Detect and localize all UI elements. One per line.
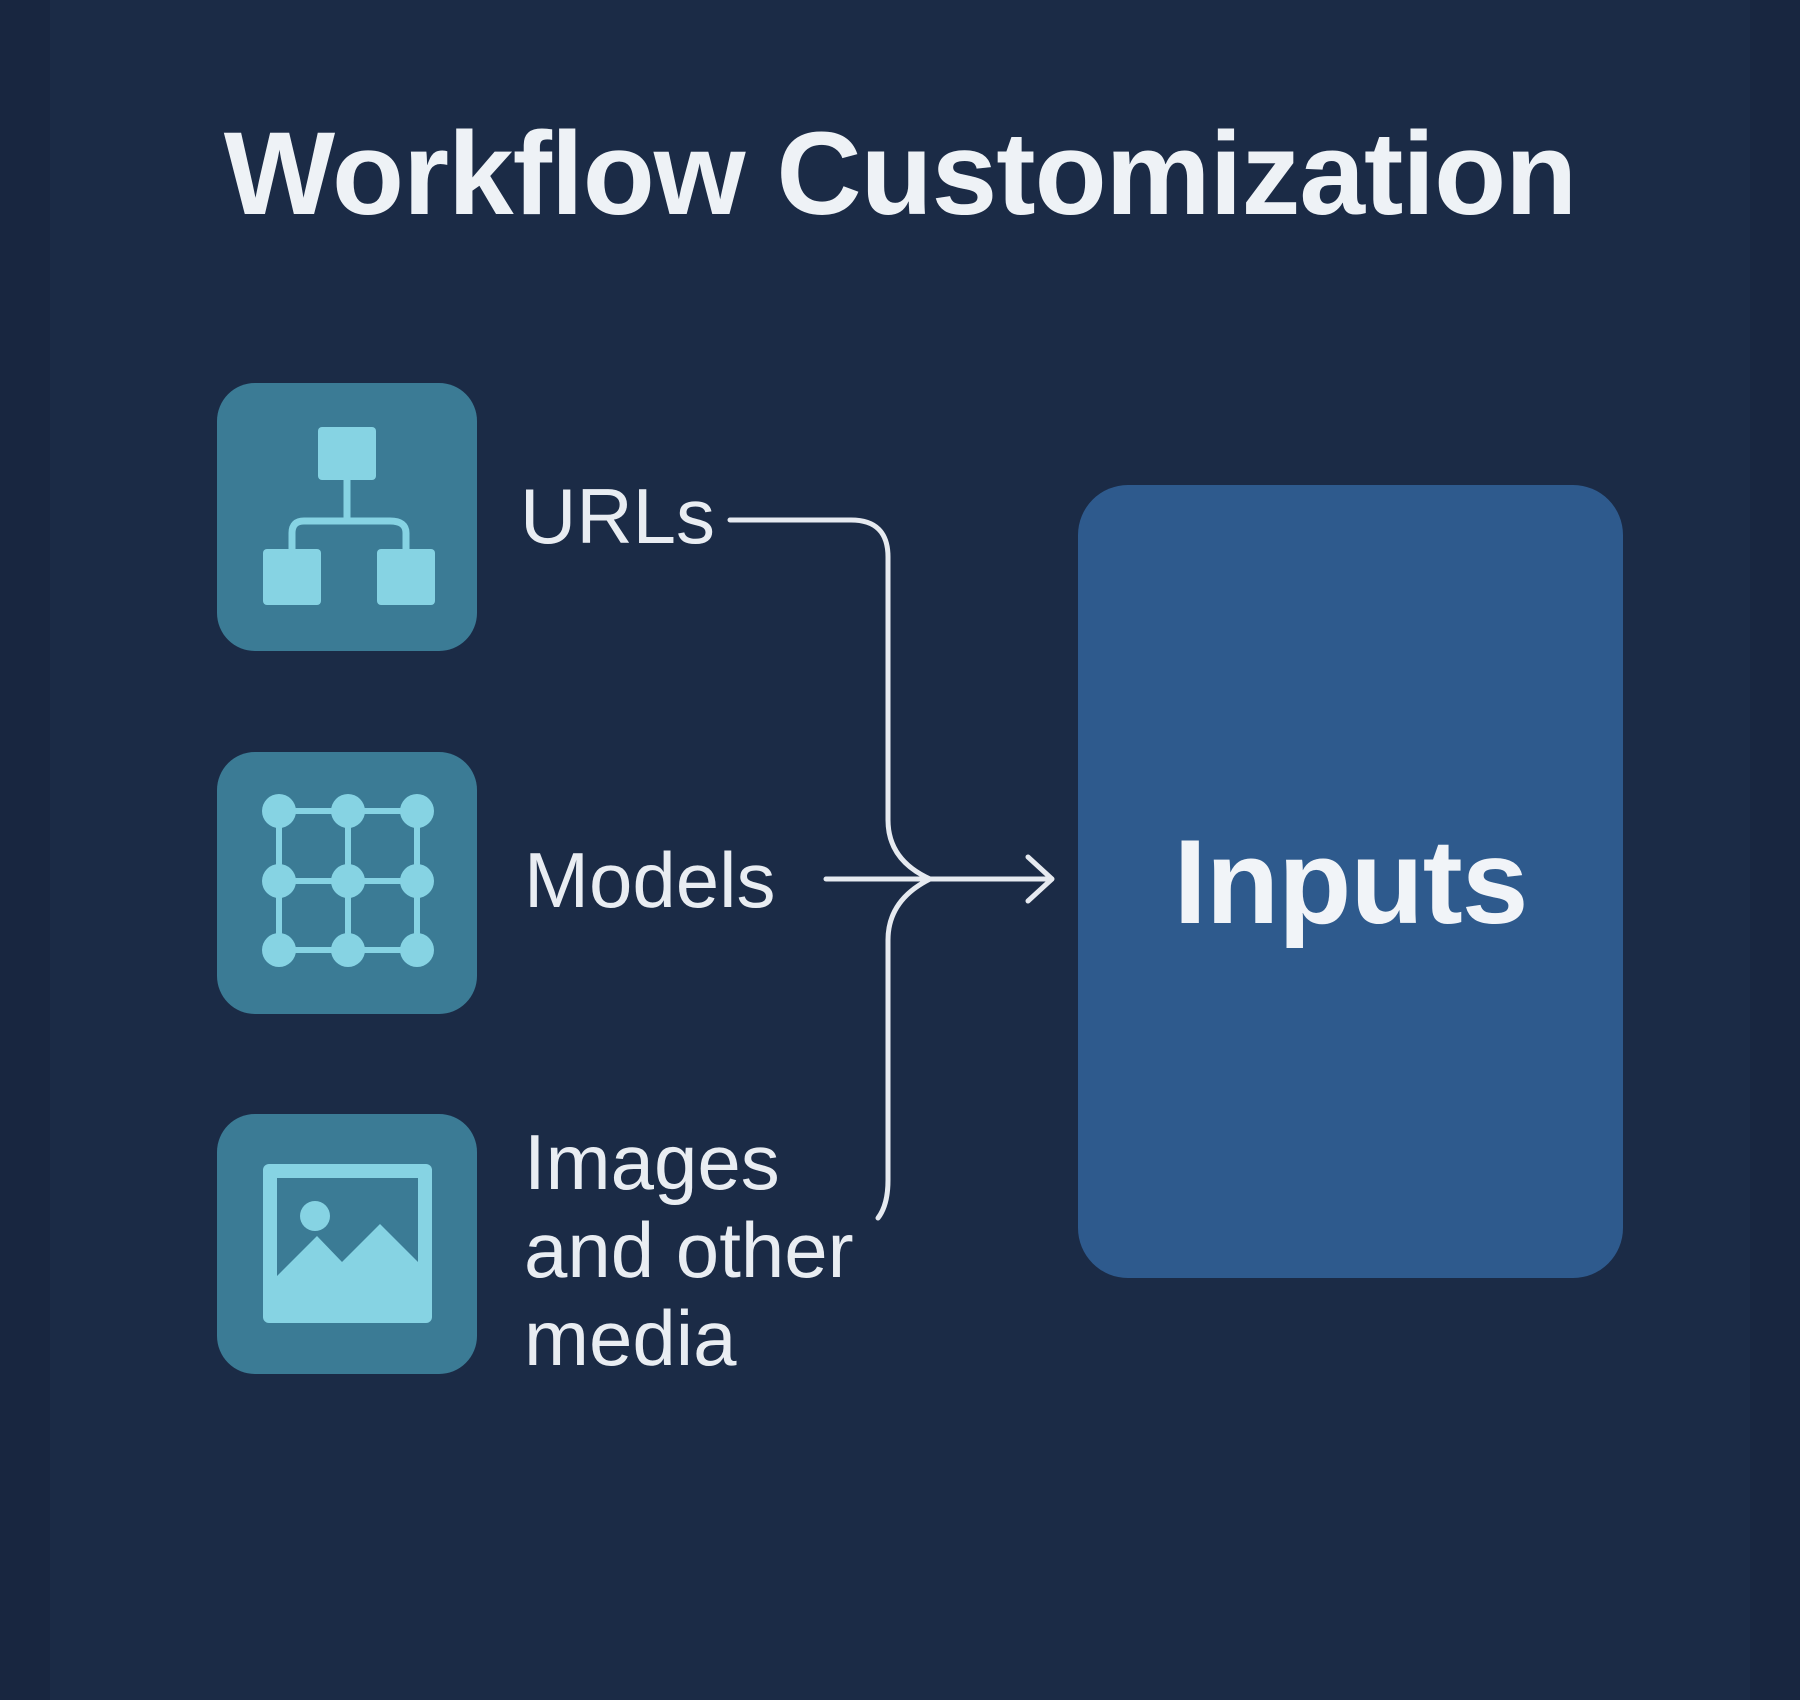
media-label-line: media — [524, 1294, 737, 1382]
diagram-title: Workflow Customization — [223, 108, 1577, 240]
inputs-box: Inputs — [1078, 485, 1623, 1278]
media-label-line: Images — [524, 1118, 780, 1206]
models-tile — [217, 752, 477, 1014]
image-icon — [263, 1164, 432, 1323]
hierarchy-icon — [263, 427, 435, 605]
source-label-models: Models — [524, 836, 776, 924]
source-label-urls: URLs — [520, 472, 716, 560]
inputs-label: Inputs — [1173, 814, 1529, 949]
media-label-line: and other — [524, 1206, 854, 1294]
left-margin-band — [0, 0, 50, 1700]
right-margin-band — [1750, 0, 1800, 1700]
media-tile — [217, 1114, 477, 1374]
urls-tile — [217, 383, 477, 651]
grid-network-icon — [262, 794, 434, 967]
source-label-media: Images and other media — [524, 1118, 904, 1382]
